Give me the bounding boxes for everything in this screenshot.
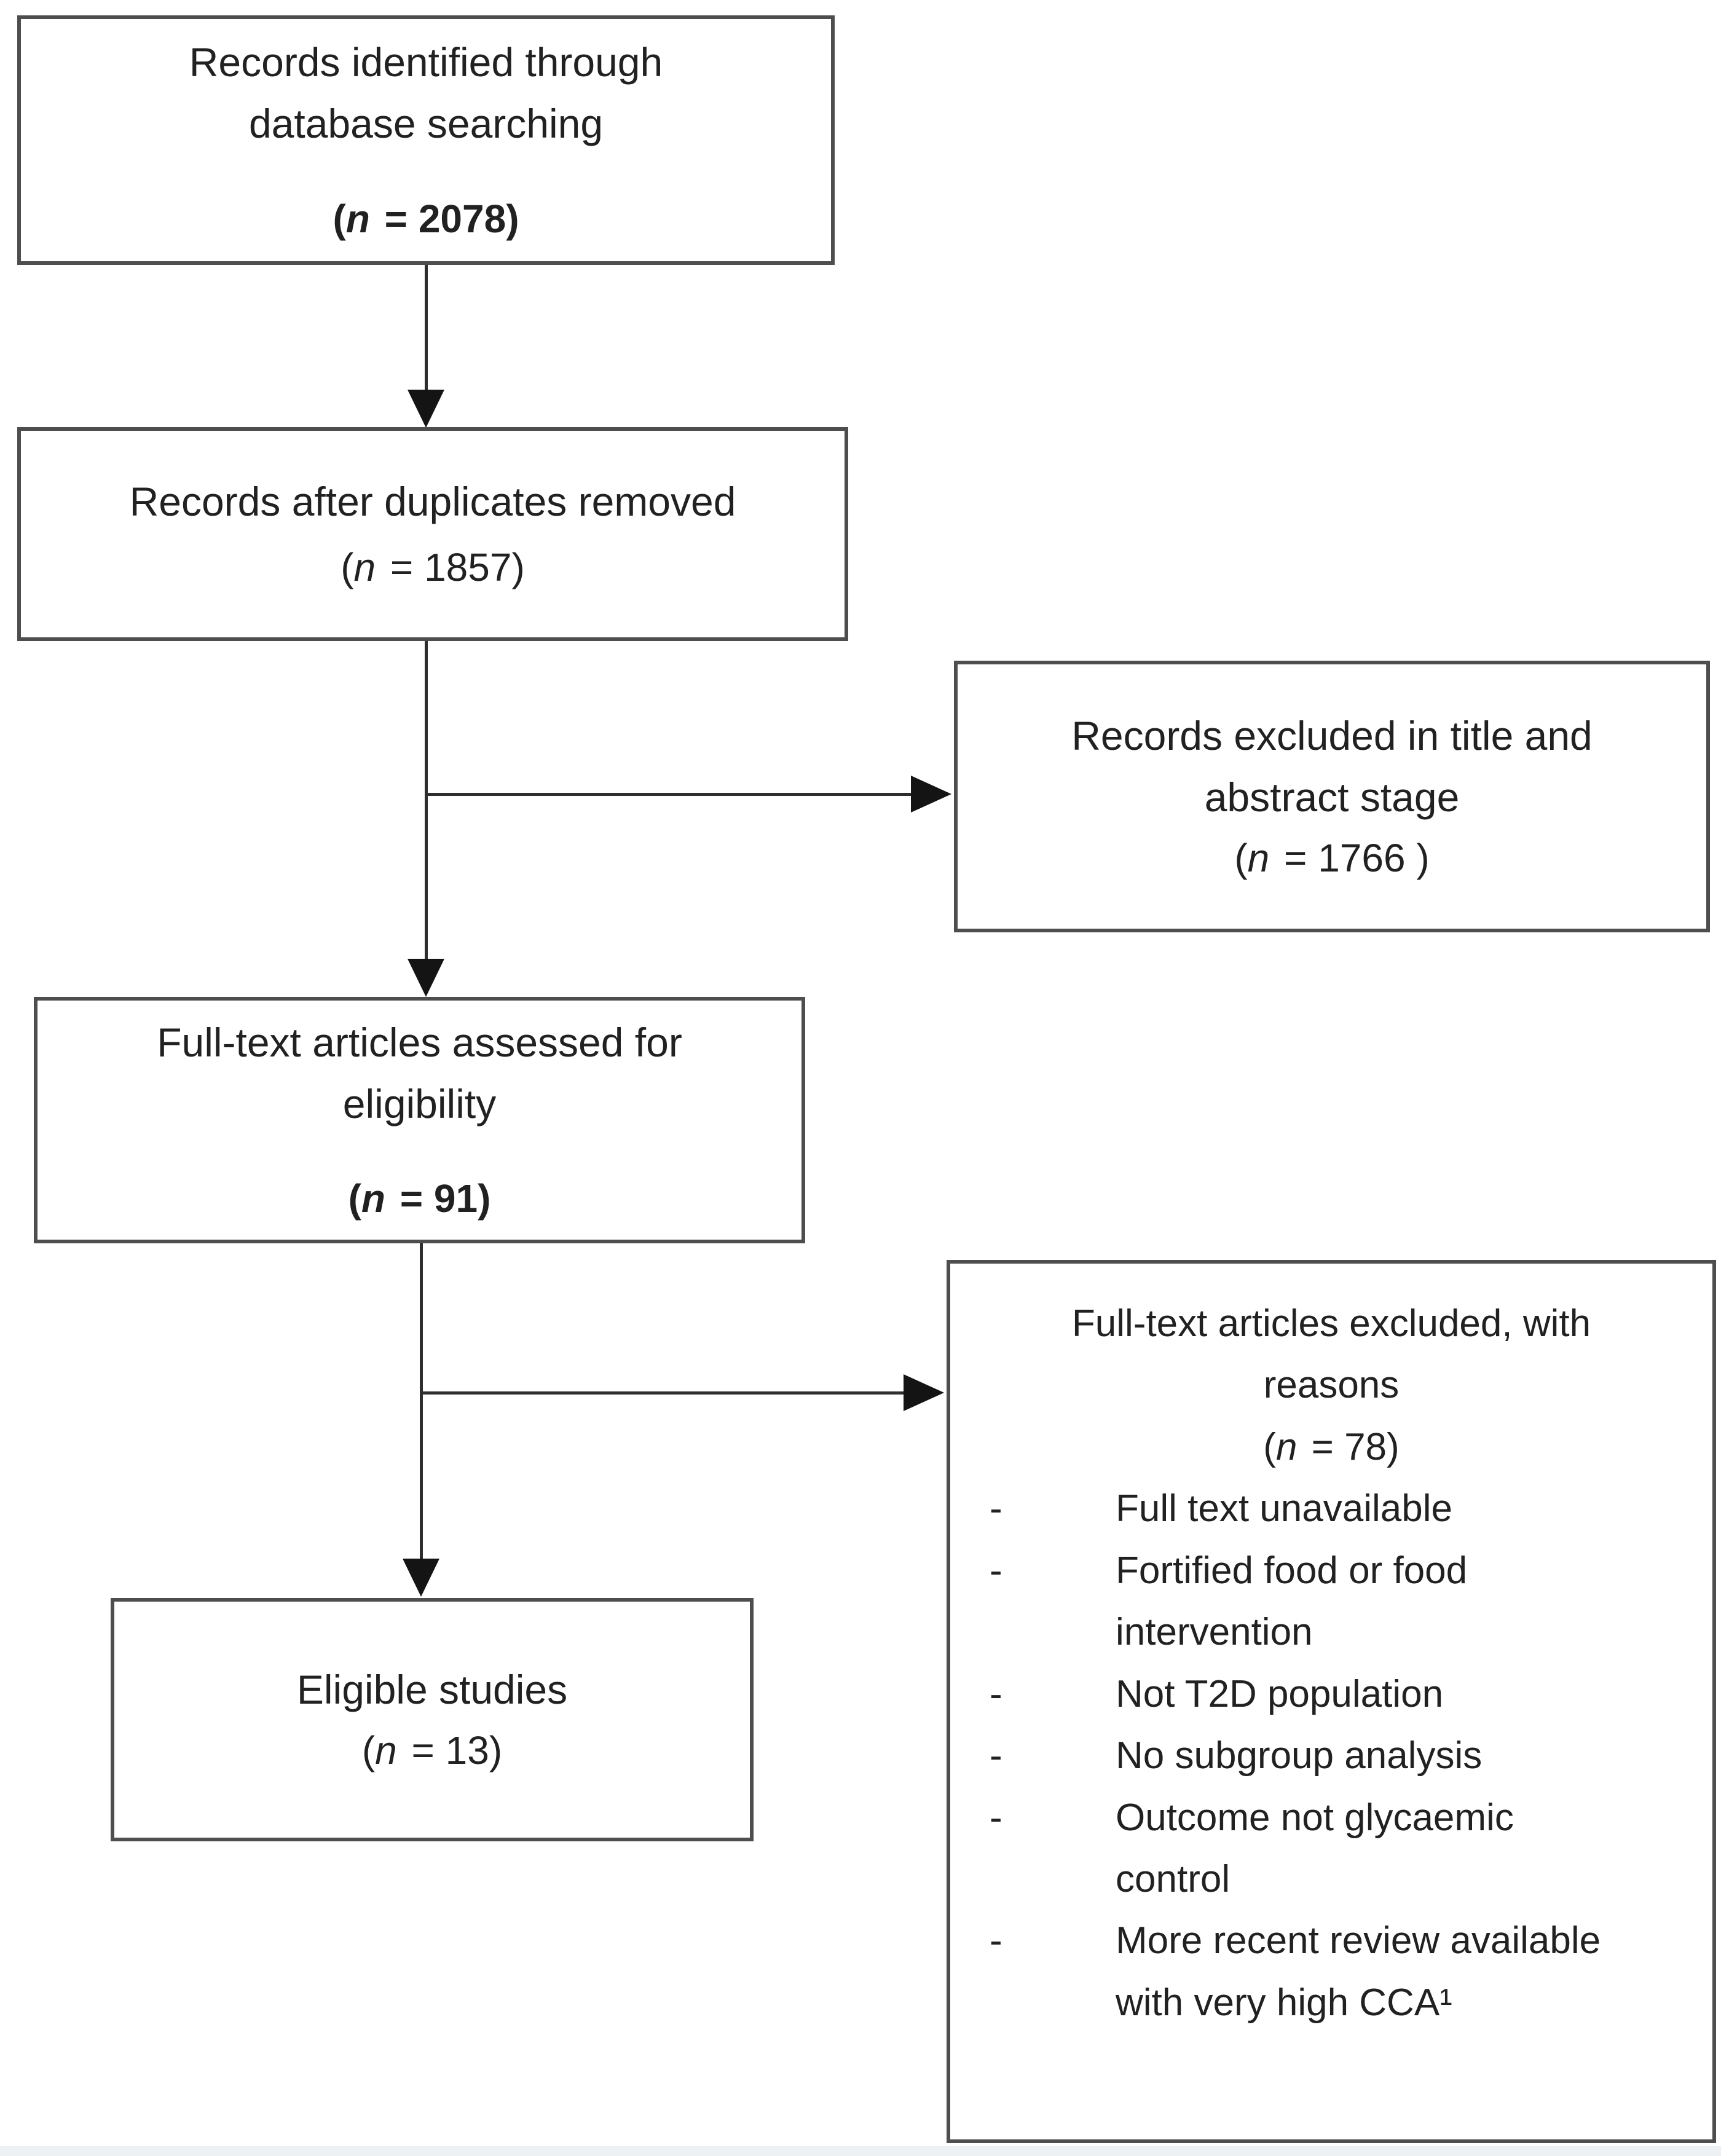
connector-identified-to-deduplicated [425,265,428,394]
box-fulltext-excluded: Full-text articles excluded, with reason… [947,1260,1716,2143]
list-item-dash: - [990,1796,1002,1839]
box-fulltext-assessed-count: (n = 91) [349,1169,491,1229]
count-n-variable: n [375,1728,397,1772]
list-item: - Outcome not glycaemic control [983,1787,1639,1911]
count-n-variable: n [353,545,376,589]
box-excluded-title-abstract-count: (n = 1766 ) [1234,828,1429,888]
count-paren-open: ( [348,1176,361,1221]
list-item-text: Full text unavailable [1116,1487,1452,1530]
box-eligible-studies-line1: Eligible studies [296,1667,568,1713]
box-excluded-title-abstract-line2: abstract stage [1204,774,1460,820]
list-item: - Full text unavailable [983,1478,1639,1540]
box-records-identified-line2: database searching [248,101,604,147]
count-value: = 13) [400,1728,503,1772]
list-item-text: Outcome not glycaemic control [1116,1796,1514,1900]
count-paren-open: ( [333,196,346,241]
list-item-dash: - [990,1672,1002,1715]
connector-branch-to-title-abstract-excluded [426,793,912,796]
list-item-dash: - [990,1549,1002,1592]
box-excluded-title-abstract: Records excluded in title and abstract s… [954,661,1710,932]
list-item: - Fortified food or food intervention [983,1540,1639,1664]
list-item: - No subgroup analysis [983,1725,1639,1787]
box-fulltext-assessed-line2: eligibility [342,1080,497,1127]
box-records-deduplicated-count: (n = 1857) [341,538,525,597]
arrowhead-right-icon [904,1374,944,1411]
arrowhead-down-icon [408,390,444,428]
count-paren-open: ( [341,545,354,589]
list-item-dash: - [990,1734,1002,1777]
count-n-variable: n [1247,835,1270,880]
connector-branch-to-fulltext-excluded [421,1391,905,1395]
count-paren-open: ( [1263,1425,1276,1468]
list-item-dash: - [990,1487,1002,1530]
box-records-deduplicated: Records after duplicates removed (n = 18… [17,427,848,641]
box-excluded-title-abstract-line1: Records excluded in title and [1071,713,1593,759]
box-records-identified-line1: Records identified through [189,39,663,85]
box-fulltext-assessed: Full-text articles assessed for eligibil… [34,997,805,1243]
arrowhead-right-icon [911,776,951,812]
box-fulltext-excluded-line2: reasons [1263,1364,1400,1407]
arrowhead-down-icon [408,959,444,997]
connector-deduplicated-to-fulltext [425,641,428,961]
count-value: = 91) [388,1176,491,1221]
list-item-dash: - [990,1919,1002,1962]
count-paren-open: ( [361,1728,376,1772]
count-value: = 1857) [379,545,525,589]
count-value: = 2078) [373,196,519,241]
box-records-deduplicated-line1: Records after duplicates removed [129,479,736,525]
exclusion-reason-list: - Full text unavailable - Fortified food… [983,1478,1679,2034]
page-bottom-strip [0,2146,1721,2156]
list-item: - Not T2D population [983,1664,1639,1725]
box-fulltext-excluded-count: (n = 78) [1263,1417,1399,1478]
count-n-variable: n [361,1176,385,1221]
arrowhead-down-icon [403,1559,439,1597]
count-value: = 78) [1301,1425,1400,1468]
list-item: - More recent review available with very… [983,1910,1639,2034]
list-item-text: More recent review available with very h… [1116,1919,1601,2024]
list-item-text: Not T2D population [1116,1672,1444,1715]
count-value: = 1766 ) [1273,835,1430,880]
count-paren-open: ( [1234,835,1248,880]
connector-fulltext-to-eligible [420,1243,423,1561]
count-n-variable: n [345,196,370,241]
box-fulltext-assessed-line1: Full-text articles assessed for [157,1019,682,1065]
box-records-identified: Records identified through database sear… [17,15,835,265]
list-item-text: Fortified food or food intervention [1116,1549,1468,1654]
box-records-identified-count: (n = 2078) [333,189,519,249]
box-eligible-studies: Eligible studies (n = 13) [111,1598,754,1841]
list-item-text: No subgroup analysis [1116,1734,1483,1777]
box-eligible-studies-count: (n = 13) [362,1721,502,1780]
count-n-variable: n [1275,1425,1298,1468]
box-fulltext-excluded-line1: Full-text articles excluded, with [1071,1302,1591,1345]
